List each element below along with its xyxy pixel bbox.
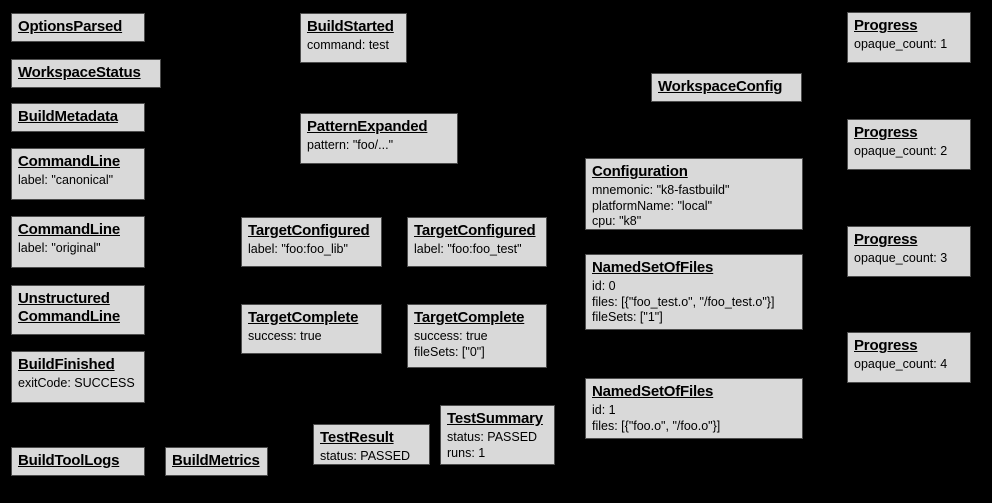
node-target-configured-foo-lib[interactable]: TargetConfigured label: "foo:foo_lib" [241, 217, 382, 267]
node-options-parsed[interactable]: OptionsParsed [11, 13, 145, 42]
node-title: BuildToolLogs [18, 452, 120, 469]
node-title: TestResult [320, 429, 394, 446]
node-build-metrics[interactable]: BuildMetrics [165, 447, 268, 476]
node-fields: pattern: "foo/..." [307, 138, 394, 153]
node-unstructured-command-line[interactable]: Unstructured CommandLine [11, 285, 145, 335]
node-title: CommandLine [18, 153, 120, 170]
node-title: BuildMetadata [18, 108, 118, 125]
node-fields: opaque_count: 1 [854, 37, 948, 52]
node-fields: status: PASSED [320, 449, 411, 464]
node-test-summary[interactable]: TestSummary status: PASSED runs: 1 [440, 405, 555, 465]
node-title: WorkspaceStatus [18, 64, 141, 81]
node-progress-2[interactable]: Progress opaque_count: 2 [847, 119, 971, 170]
node-progress-4[interactable]: Progress opaque_count: 4 [847, 332, 971, 383]
node-title: Progress [854, 337, 918, 354]
node-named-set-of-files-1[interactable]: NamedSetOfFiles id: 1 files: [{"foo.o", "… [585, 378, 803, 439]
node-fields: id: 1 files: [{"foo.o", "/foo.o"}] [592, 403, 721, 433]
node-workspace-status[interactable]: WorkspaceStatus [11, 59, 161, 88]
node-fields: label: "foo:foo_test" [414, 242, 522, 257]
node-target-complete-foo-lib[interactable]: TargetComplete success: true [241, 304, 382, 354]
node-title: OptionsParsed [18, 18, 123, 35]
node-fields: label: "canonical" [18, 173, 114, 188]
node-title: PatternExpanded [307, 118, 428, 135]
node-workspace-config[interactable]: WorkspaceConfig [651, 73, 802, 102]
node-command-line-canonical[interactable]: CommandLine label: "canonical" [11, 148, 145, 200]
node-configuration[interactable]: Configuration mnemonic: "k8-fastbuild" pl… [585, 158, 803, 230]
node-title: BuildMetrics [172, 452, 260, 469]
node-target-complete-foo-test[interactable]: TargetComplete success: true fileSets: ["… [407, 304, 547, 368]
node-progress-3[interactable]: Progress opaque_count: 3 [847, 226, 971, 277]
node-build-started[interactable]: BuildStarted command: test [300, 13, 407, 63]
node-fields: opaque_count: 3 [854, 251, 948, 266]
node-title: BuildFinished [18, 356, 115, 373]
node-title: CommandLine [18, 221, 120, 238]
node-fields: status: PASSED runs: 1 [447, 430, 538, 460]
node-build-finished[interactable]: BuildFinished exitCode: SUCCESS [11, 351, 145, 403]
node-fields: id: 0 files: [{"foo_test.o", "/foo_test.… [592, 279, 775, 325]
node-title: TestSummary [447, 410, 543, 427]
node-fields: label: "foo:foo_lib" [248, 242, 348, 257]
node-title: NamedSetOfFiles [592, 259, 714, 276]
node-title: Configuration [592, 163, 688, 180]
node-progress-1[interactable]: Progress opaque_count: 1 [847, 12, 971, 63]
node-title: TargetConfigured [414, 222, 536, 239]
node-fields: opaque_count: 4 [854, 357, 948, 372]
node-title: TargetConfigured [248, 222, 370, 239]
node-build-tool-logs[interactable]: BuildToolLogs [11, 447, 145, 476]
node-title: BuildStarted [307, 18, 394, 35]
node-title: WorkspaceConfig [658, 78, 783, 95]
node-title: TargetComplete [248, 309, 359, 326]
node-title: TargetComplete [414, 309, 525, 326]
node-title: Progress [854, 231, 918, 248]
node-named-set-of-files-0[interactable]: NamedSetOfFiles id: 0 files: [{"foo_test.… [585, 254, 803, 330]
node-fields: opaque_count: 2 [854, 144, 948, 159]
node-title: Progress [854, 124, 918, 141]
node-fields: success: true [248, 329, 322, 344]
node-fields: label: "original" [18, 241, 101, 256]
node-title: Progress [854, 17, 918, 34]
node-fields: mnemonic: "k8-fastbuild" platformName: "… [592, 183, 730, 229]
node-pattern-expanded[interactable]: PatternExpanded pattern: "foo/..." [300, 113, 458, 164]
node-title: Unstructured CommandLine [18, 290, 120, 326]
node-test-result[interactable]: TestResult status: PASSED [313, 424, 430, 465]
node-fields: success: true fileSets: ["0"] [414, 329, 488, 359]
node-command-line-original[interactable]: CommandLine label: "original" [11, 216, 145, 268]
node-fields: exitCode: SUCCESS [18, 376, 135, 391]
node-target-configured-foo-test[interactable]: TargetConfigured label: "foo:foo_test" [407, 217, 547, 267]
node-fields: command: test [307, 38, 389, 53]
node-build-metadata[interactable]: BuildMetadata [11, 103, 145, 132]
node-title: NamedSetOfFiles [592, 383, 714, 400]
